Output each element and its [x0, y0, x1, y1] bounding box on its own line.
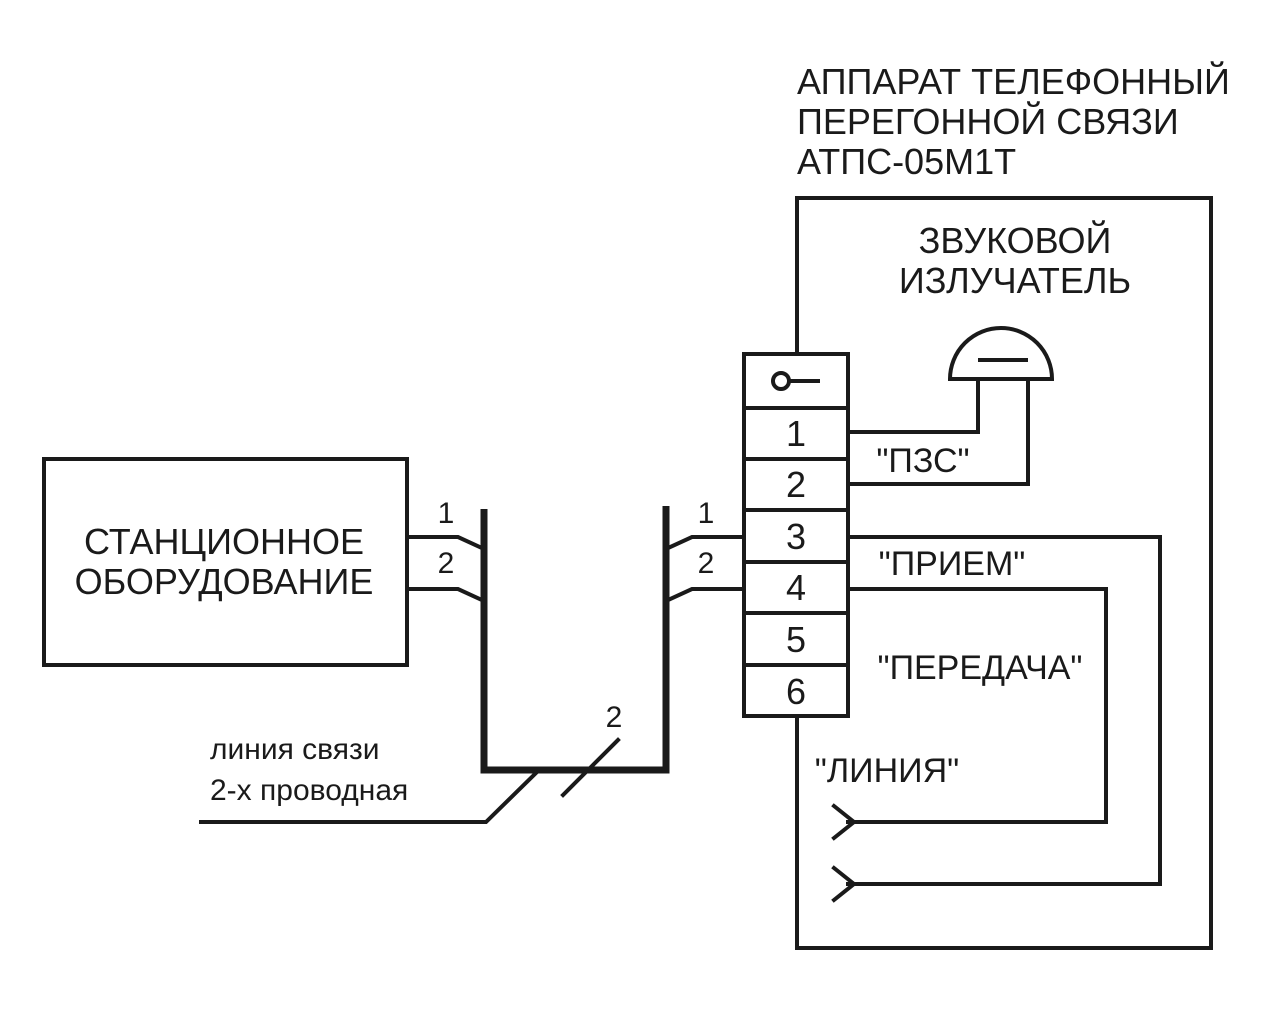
terminal-3-label: 3: [786, 516, 806, 557]
wire-device-4: [663, 587, 746, 604]
station-wire-1-label: 1: [438, 497, 455, 530]
wire-station-2: [405, 587, 487, 604]
wire-count-slash: [560, 737, 621, 798]
terminal-2-label: 2: [786, 464, 806, 505]
sound-emitter-icon: [947, 326, 1055, 486]
terminal-5-label: 5: [786, 619, 806, 660]
signal-pzs-label: "ПЗС": [876, 442, 969, 480]
device-wire-2-label: 2: [698, 547, 715, 580]
device-title-line-1: АППАРАТ ТЕЛЕФОННЫЙ: [797, 60, 1230, 102]
emitter-label-line-1: ЗВУКОВОЙ: [919, 219, 1112, 261]
device-title-line-3: АТПС-05М1Т: [797, 141, 1016, 182]
signal-peredacha-label: "ПЕРЕДАЧА": [878, 649, 1083, 687]
terminal-6-label: 6: [786, 671, 806, 712]
station-wire-2-label: 2: [438, 547, 455, 580]
station-equipment-box: [42, 457, 409, 667]
ground-terminal-icon: [771, 371, 820, 391]
line-label-line-2: 2-х проводная: [210, 774, 408, 807]
device-title-line-2: ПЕРЕГОННОЙ СВЯЗИ: [797, 100, 1179, 142]
terminal-4-label: 4: [786, 567, 806, 608]
signal-priem-label: "ПРИЕМ": [879, 545, 1026, 583]
station-label-line-1: СТАНЦИОННОЕ: [84, 521, 364, 562]
cable-bus: [480, 506, 670, 774]
wire-device-3: [663, 535, 746, 552]
wire-terminal-3-loop: [846, 535, 1162, 886]
line-leader: [199, 770, 539, 824]
station-label-line-2: ОБОРУДОВАНИЕ: [75, 561, 374, 602]
wire-station-1: [405, 535, 487, 552]
terminal-1-label: 1: [786, 413, 806, 454]
device-wire-1-label: 1: [698, 497, 715, 530]
connector-lower-icon: [831, 865, 858, 903]
wire-terminal-4-loop: [846, 587, 1108, 824]
signal-liniya-label: "ЛИНИЯ": [815, 752, 959, 790]
connector-upper-icon: [831, 803, 858, 841]
device-enclosure: [795, 196, 1213, 950]
line-label-line-1: линия связи: [210, 733, 380, 766]
emitter-label-line-2: ИЗЛУЧАТЕЛЬ: [899, 260, 1131, 301]
wire-count-label: 2: [606, 701, 623, 734]
